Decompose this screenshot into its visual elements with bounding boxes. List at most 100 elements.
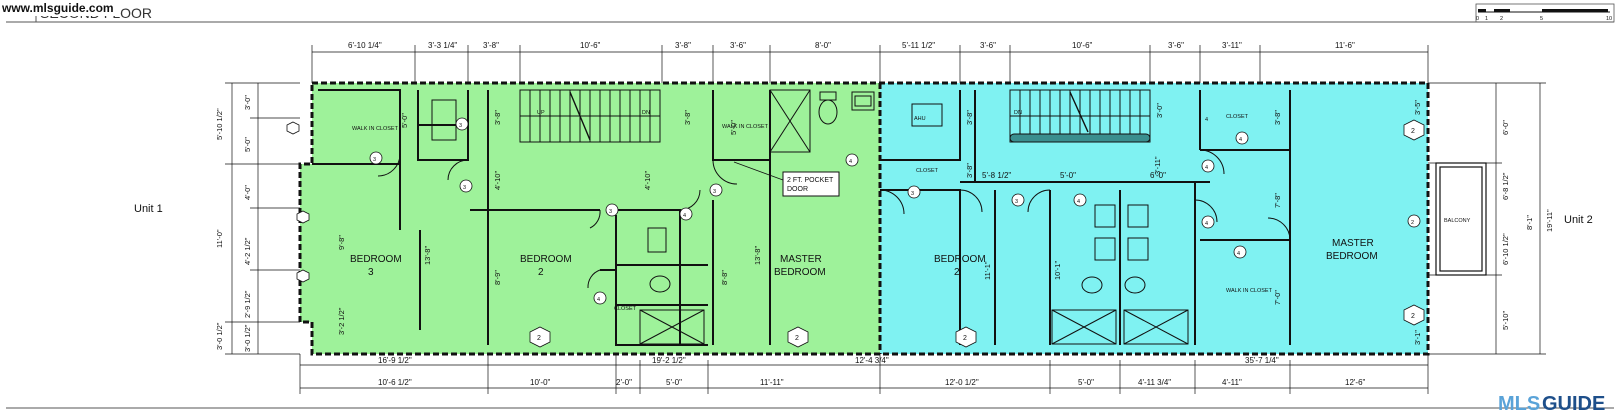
tag-circle-14: 4 [1205, 221, 1208, 227]
room-bedroom2-u1-line1: BEDROOM [520, 254, 572, 265]
tag-2: 2 [795, 335, 799, 342]
label-closet-2: CLOSET [916, 168, 939, 174]
interior-dim-21: 7'-0" [1273, 290, 1282, 305]
top-dim-7: 8'-0" [815, 41, 831, 50]
tag-circle-4: 4 [683, 213, 686, 219]
interior-dim-15: 5'-8 1/2" [982, 171, 1011, 180]
exterior-boundary [298, 81, 1430, 356]
bottom-dim-12: 4'-11 3/4" [1138, 378, 1171, 387]
bottom-dim-8: 5'-0" [666, 378, 682, 387]
left-dim-inner-6: 3'-0 1/2" [243, 324, 252, 352]
top-dimension-lines [311, 45, 1429, 83]
bottom-dim-5: 10'-6 1/2" [378, 378, 412, 387]
label-ahu: AHU [914, 116, 926, 122]
interior-dim-25: 3'-5" [1413, 100, 1422, 115]
label-walk-in-closet-2: WALK IN CLOSET [722, 124, 769, 130]
bottom-dimension-lines [299, 354, 1429, 394]
bottom-dim-6: 10'-0" [530, 378, 551, 387]
pocket-door-callout: 2 FT. POCKET DOOR [733, 161, 840, 197]
tag-circle-13: 4 [1205, 165, 1208, 171]
bottom-dim-4: 35'-7 1/4" [1245, 356, 1279, 365]
interior-dim-26: 3'-1" [1413, 330, 1422, 345]
left-dim-inner-2: 5'-0" [243, 137, 252, 152]
interior-dim-6: 5'-0" [729, 120, 738, 135]
room-bedroom3-line1: BEDROOM [350, 254, 402, 265]
interior-dim-4: 4'-10" [643, 171, 652, 190]
left-dim-outer-2: 11'-0" [215, 229, 224, 248]
right-dim-2: 6'-8 1/2" [1501, 172, 1510, 200]
scale-label-10: 10 [1606, 16, 1612, 22]
tag-4: 2 [1411, 128, 1415, 135]
bottom-dim-1: 16'-9 1/2" [378, 356, 412, 365]
interior-dim-17: 6'-0" [1150, 171, 1166, 180]
left-dim-outer-1: 5'-10 1/2" [215, 108, 224, 140]
tag-1: 2 [537, 335, 541, 342]
interior-dim-23: 10'-1" [1053, 261, 1062, 280]
label-walk-in-closet-1: WALK IN CLOSET [352, 126, 399, 132]
watermark-bg [0, 0, 118, 16]
unit-1-fixtures [431, 89, 875, 345]
interior-dim-1: 5'-0" [400, 113, 409, 128]
interior-dim-11: 8'-8" [720, 270, 729, 285]
tag-circle-10: 3 [1015, 199, 1018, 205]
watermark: www.mlsguide.com [1, 1, 114, 15]
right-dim-4: 5'-10" [1501, 311, 1510, 330]
tag-5: 2 [1411, 313, 1415, 320]
bottom-dim-2: 19'-2 1/2" [652, 356, 686, 365]
tag-circle-6: 4 [849, 159, 852, 165]
interior-dim-24: 3'-0" [1155, 103, 1164, 118]
tag-circle-16: 2 [1411, 220, 1414, 226]
circle-tags [369, 117, 1421, 305]
door-swings [377, 149, 1291, 289]
left-dim-inner-1: 3'-0" [243, 95, 252, 110]
left-dim-inner-3: 4'-0" [243, 185, 252, 200]
top-dim-8: 5'-11 1/2" [902, 41, 935, 50]
interior-dim-10: 13'-8" [753, 246, 762, 265]
logo-part2: GUIDE [1542, 393, 1605, 415]
right-dim-6: 19'-11" [1545, 209, 1554, 232]
label-pocket-door-line1: 2 FT. POCKET [787, 177, 834, 184]
scale-label-2: 2 [1500, 16, 1503, 22]
interior-dim-20: 7'-8" [1273, 193, 1282, 208]
tag-3: 2 [963, 335, 967, 342]
top-dim-1: 6'-10 1/4" [348, 41, 382, 50]
tag-circle-11: 4 [1077, 199, 1080, 205]
top-dim-10: 10'-6" [1072, 41, 1093, 50]
left-dim-outer-3: 3'-0 1/2" [215, 322, 224, 350]
bottom-dim-3: 12'-4 3/4" [855, 356, 889, 365]
label-closet-3: CLOSET [1226, 114, 1249, 120]
bottom-dim-10: 12'-0 1/2" [945, 378, 979, 387]
interior-dim-14: 3'-8" [965, 163, 974, 178]
room-master-u2-line2: BEDROOM [1326, 251, 1378, 262]
interior-dim-8: 13'-8" [423, 246, 432, 265]
interior-dim-13: 3'-8" [965, 110, 974, 125]
unit-2-stairs [1009, 89, 1151, 143]
logo-part1: MLS [1498, 393, 1540, 415]
tag-circle-7: 4 [597, 297, 600, 303]
label-up: UP [537, 110, 545, 116]
room-bedroom2-u2-line1: BEDROOM [934, 254, 986, 265]
bottom-dim-11: 5'-0" [1078, 378, 1094, 387]
bottom-dim-9: 11'-11" [760, 378, 784, 387]
left-dim-inner-4: 4'-2 1/2" [243, 237, 252, 265]
tag-circle-8: 3 [459, 123, 462, 129]
room-bedroom3-line2: 3 [368, 267, 374, 278]
scale-label-5: 5 [1540, 16, 1543, 22]
tag-circle-1: 3 [373, 157, 376, 163]
room-master-u2-line1: MASTER [1332, 238, 1374, 249]
unit-1-label: Unit 1 [134, 203, 163, 215]
left-dimension-lines [225, 82, 300, 355]
unit-2-fixtures [911, 103, 1189, 345]
room-master-u1-line1: MASTER [780, 254, 822, 265]
scale-label-1: 1 [1485, 16, 1488, 22]
right-dim-3: 6'-10 1/2" [1501, 233, 1510, 265]
bottom-dim-14: 12'-6" [1345, 378, 1366, 387]
tag-circle-9: 3 [911, 191, 914, 197]
unit-1-stairs [519, 89, 661, 143]
interior-dim-16: 5'-0" [1060, 171, 1076, 180]
label-dn-2: DN [1014, 110, 1022, 116]
interior-dim-12: 3'-2 1/2" [337, 307, 346, 335]
label-walk-in-closet-3: WALK IN CLOSET [1226, 288, 1273, 294]
bottom-dim-7: 2'-0" [616, 378, 632, 387]
scale-bar: 0 1 2 5 10 [1475, 3, 1615, 23]
